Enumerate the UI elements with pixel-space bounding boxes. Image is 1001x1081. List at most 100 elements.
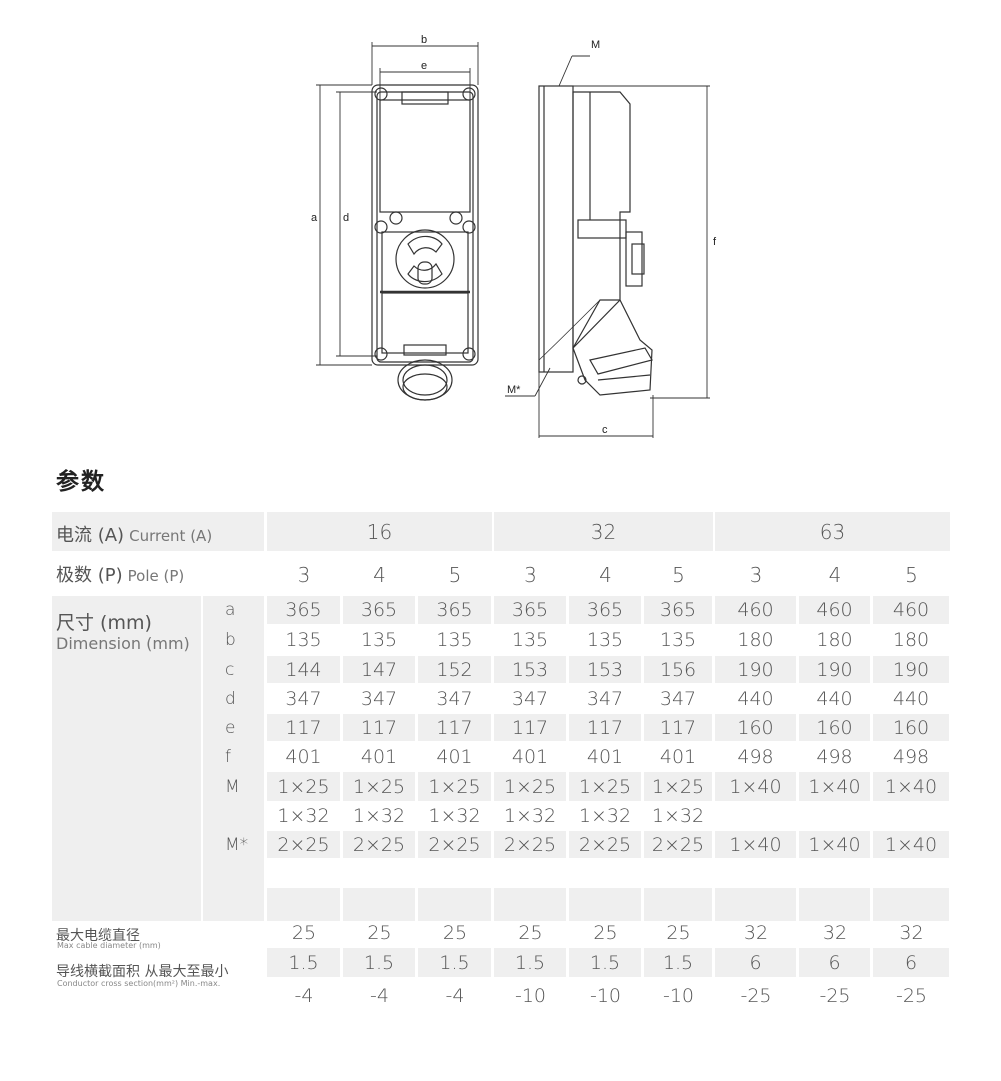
dimension-cell: 190 bbox=[799, 656, 870, 683]
cable-cell: 25 bbox=[367, 922, 392, 944]
dimension-cell: 160 bbox=[873, 714, 949, 741]
conductor-label-en: Conductor cross section(mm²) Min.-max. bbox=[57, 979, 221, 988]
dimension-key bbox=[203, 803, 264, 829]
dimension-cell: 347 bbox=[436, 687, 473, 710]
dimension-cell: 117 bbox=[267, 714, 340, 741]
conductor-min-cell: 6 bbox=[873, 948, 949, 977]
dimension-cell: 401 bbox=[511, 745, 549, 768]
dimension-cell: 365 bbox=[343, 596, 415, 624]
dimension-cell: 180 bbox=[737, 629, 774, 651]
dimension-cell: 440 bbox=[816, 687, 853, 710]
dimension-cell: 347 bbox=[659, 687, 697, 710]
conductor-max-cell: -10 bbox=[589, 985, 622, 1007]
cable-cell: 25 bbox=[291, 922, 317, 944]
dimension-cell: 1×25 bbox=[569, 772, 641, 801]
dim-label-m: M bbox=[591, 39, 600, 51]
dimension-cell: 1×40 bbox=[715, 772, 796, 801]
conductor-max-cell: -4 bbox=[294, 985, 314, 1007]
dimension-cell: 460 bbox=[799, 596, 870, 624]
dimension-label-bg bbox=[52, 596, 201, 921]
dim-label-d: d bbox=[343, 212, 349, 224]
pole-cell: 3 bbox=[524, 563, 537, 587]
conductor-max-cell: -10 bbox=[514, 985, 547, 1007]
dimension-cell: 190 bbox=[715, 656, 796, 683]
dimension-key: M bbox=[225, 776, 240, 797]
dim-label-c: c bbox=[602, 424, 608, 436]
dimension-cell: 1×25 bbox=[494, 772, 566, 801]
conductor-min-cell: 1.5 bbox=[343, 948, 415, 977]
conductor-min-cell: 1.5 bbox=[494, 948, 566, 977]
dimension-cell: 152 bbox=[418, 656, 491, 683]
current-label-en: Current (A) bbox=[129, 527, 213, 545]
pole-cell: 4 bbox=[373, 563, 386, 587]
dimension-cell bbox=[873, 888, 949, 921]
technical-drawing: b e a d f c M M* bbox=[311, 34, 717, 438]
dimension-key: a bbox=[225, 600, 236, 620]
dimension-cell bbox=[569, 860, 641, 886]
pole-cell: 5 bbox=[448, 563, 462, 587]
cable-cell: 25 bbox=[518, 922, 543, 944]
dimension-key: c bbox=[225, 659, 235, 680]
dimension-cell bbox=[715, 888, 796, 921]
dimension-cell: 135 bbox=[436, 629, 473, 651]
conductor-max-cell: -4 bbox=[370, 985, 389, 1007]
dimension-cell bbox=[343, 888, 415, 921]
dimension-cell bbox=[715, 860, 796, 886]
dimension-cell bbox=[799, 860, 870, 886]
cable-cell: 25 bbox=[442, 922, 468, 944]
dimension-cell: 117 bbox=[343, 714, 415, 741]
dimension-cell: 401 bbox=[360, 745, 398, 768]
dim-label-m-star: M* bbox=[507, 384, 521, 396]
dimension-key: b bbox=[225, 630, 236, 650]
conductor-min-cell: 1.5 bbox=[418, 948, 491, 977]
dimension-cell bbox=[267, 860, 340, 886]
cable-label-cn: 最大电缆直径 bbox=[56, 928, 140, 944]
dimension-cell: 135 bbox=[659, 629, 697, 651]
dimension-cell: 2×25 bbox=[343, 831, 415, 858]
dimension-cell: 117 bbox=[569, 714, 641, 741]
dimension-cell bbox=[873, 860, 949, 886]
dimension-cell bbox=[569, 888, 641, 921]
conductor-max-cell: -25 bbox=[895, 985, 928, 1007]
dimension-cell: 365 bbox=[494, 596, 566, 624]
dimension-cell: 2×25 bbox=[644, 831, 712, 858]
conductor-min-cell: 1.5 bbox=[644, 948, 712, 977]
dimension-key: e bbox=[225, 717, 236, 738]
cable-cell: 25 bbox=[593, 922, 618, 944]
dimension-cell bbox=[644, 888, 712, 921]
dimension-cell: 135 bbox=[360, 629, 398, 651]
dimension-cell: 153 bbox=[494, 656, 566, 683]
dimension-key-bg bbox=[203, 596, 264, 921]
cable-label-en: Max cable diameter (mm) bbox=[57, 941, 161, 950]
dimension-cell: 2×25 bbox=[494, 831, 566, 858]
dimension-cell: 365 bbox=[267, 596, 340, 624]
dimension-cell bbox=[873, 803, 949, 829]
dimension-cell: 347 bbox=[586, 687, 624, 710]
dimension-cell: 1×40 bbox=[715, 831, 796, 858]
dimension-cell: 117 bbox=[644, 714, 712, 741]
front-dimensions bbox=[316, 42, 479, 366]
cable-cell: 32 bbox=[822, 922, 848, 944]
cable-cell: 25 bbox=[666, 922, 691, 944]
conductor-label-cn: 导线横截面积 从最大至最小 bbox=[56, 964, 229, 980]
dimension-cell: 347 bbox=[511, 687, 549, 710]
dimension-cell: 498 bbox=[892, 745, 930, 768]
front-view bbox=[371, 84, 479, 401]
cable-cell: 32 bbox=[899, 922, 924, 944]
conductor-min-cell: 1.5 bbox=[569, 948, 641, 977]
dimension-cell: 135 bbox=[586, 629, 624, 651]
dimension-cell: 135 bbox=[285, 629, 322, 651]
dimension-cell bbox=[418, 860, 491, 886]
dimension-cell: 347 bbox=[360, 687, 398, 710]
dimension-cell bbox=[494, 888, 566, 921]
dimension-cell: 401 bbox=[659, 745, 697, 768]
dimension-cell: 1×32 bbox=[428, 805, 481, 827]
current-label: 电流 (A)Current (A) bbox=[56, 521, 212, 547]
dimension-cell: 180 bbox=[892, 629, 930, 651]
dimension-label-en: Dimension (mm) bbox=[56, 634, 190, 653]
conductor-max-cell: -10 bbox=[662, 985, 695, 1007]
dimension-cell bbox=[799, 803, 870, 829]
conductor-min-cell: 1.5 bbox=[267, 948, 340, 977]
dimension-cell: 180 bbox=[816, 629, 853, 651]
section-title: 参数 bbox=[56, 469, 106, 495]
